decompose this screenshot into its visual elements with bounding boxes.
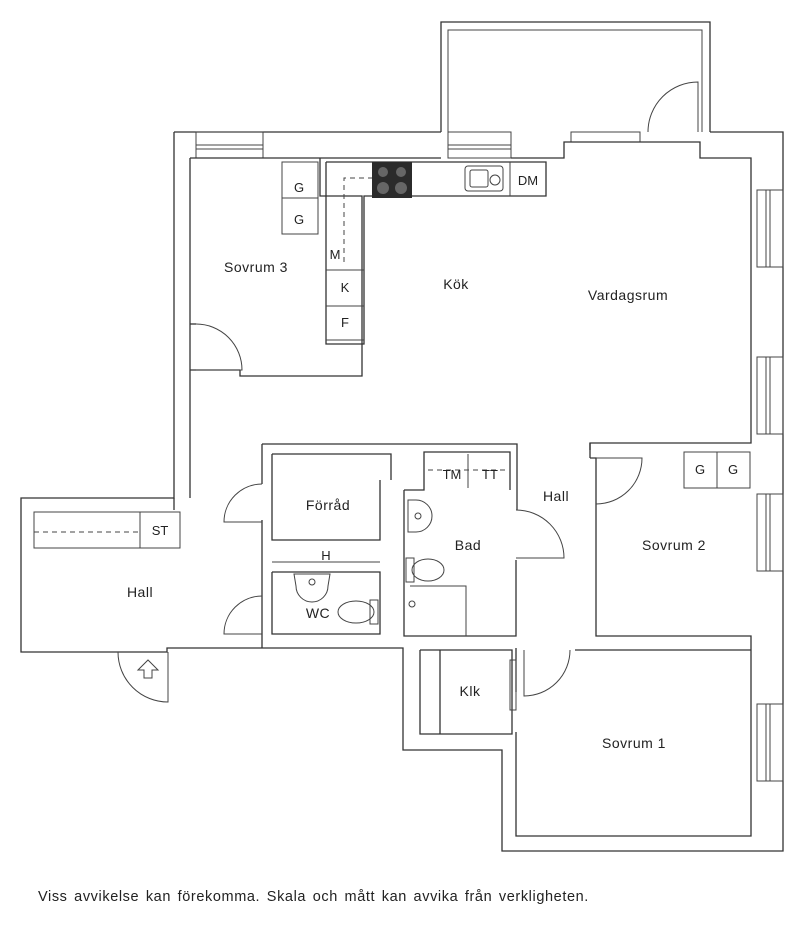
klk-door bbox=[509, 659, 517, 711]
room-hall-inner: Hall bbox=[543, 488, 569, 504]
label-k: K bbox=[341, 280, 350, 295]
inner-walls bbox=[190, 141, 752, 837]
label-g1: G bbox=[294, 180, 304, 195]
windows bbox=[195, 131, 784, 782]
balcony bbox=[440, 21, 711, 132]
room-sovrum2: Sovrum 2 bbox=[642, 537, 706, 553]
label-g2: G bbox=[294, 212, 304, 227]
room-forrad: Förråd bbox=[306, 497, 350, 513]
label-tt: TT bbox=[482, 467, 498, 482]
label-dm: DM bbox=[518, 173, 538, 188]
label-tm: TM bbox=[443, 467, 462, 482]
fixture-labels: G G M K F DM ST H TM TT G G bbox=[152, 173, 738, 563]
label-st: ST bbox=[152, 523, 169, 538]
wardrobes-sovrum2 bbox=[683, 451, 751, 489]
room-vardagsrum: Vardagsrum bbox=[588, 287, 668, 303]
room-hall-entry: Hall bbox=[127, 584, 153, 600]
room-klk: Klk bbox=[460, 683, 481, 699]
room-kok: Kök bbox=[443, 276, 469, 292]
kitchen-counter bbox=[325, 161, 547, 345]
floor-plan: Sovrum 3 Kök Vardagsrum Förråd Hall Hall… bbox=[20, 21, 784, 852]
bath-fixtures bbox=[405, 454, 508, 636]
door-swings bbox=[117, 81, 699, 703]
room-bad: Bad bbox=[455, 537, 481, 553]
wardrobes-sovrum3 bbox=[281, 161, 319, 235]
room-sovrum3: Sovrum 3 bbox=[224, 259, 288, 275]
disclaimer-text: Viss avvikelse kan förekomma. Skala och … bbox=[38, 889, 589, 905]
outer-walls bbox=[20, 131, 784, 852]
wc-fixtures bbox=[293, 573, 379, 625]
label-h: H bbox=[321, 548, 330, 563]
room-sovrum1: Sovrum 1 bbox=[602, 735, 666, 751]
label-g4: G bbox=[728, 462, 738, 477]
label-m: M bbox=[330, 247, 341, 262]
label-f: F bbox=[341, 315, 349, 330]
hall-closet bbox=[33, 511, 181, 549]
label-g3: G bbox=[695, 462, 705, 477]
room-labels: Sovrum 3 Kök Vardagsrum Förråd Hall Hall… bbox=[127, 259, 706, 751]
room-wc: WC bbox=[306, 605, 330, 621]
